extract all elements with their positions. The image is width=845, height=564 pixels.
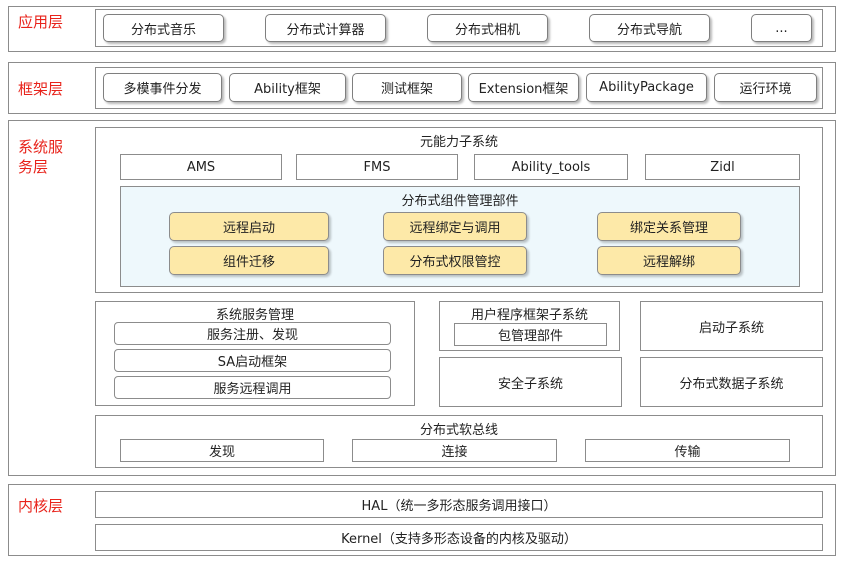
- user-program-bms: 包管理部件: [454, 323, 607, 346]
- samgr-item-sa-start: SA启动框架: [114, 349, 391, 372]
- softbus-title: 分布式软总线: [419, 423, 498, 438]
- ability-item-ams: AMS: [120, 154, 282, 180]
- hal-box: HAL（统一多形态服务调用接口）: [95, 491, 823, 518]
- framework-item-abilitypackage: AbilityPackage: [586, 73, 707, 102]
- app-item-music: 分布式音乐: [103, 14, 224, 42]
- kernel-box: Kernel（支持多形态设备的内核及驱动）: [95, 524, 823, 551]
- framework-item-extension: Extension框架: [468, 73, 579, 102]
- component-bind-relation: 绑定关系管理: [597, 212, 741, 241]
- framework-item-runtime: 运行环境: [714, 73, 817, 102]
- component-mgmt-title: 分布式组件管理部件: [401, 194, 519, 209]
- app-layer-label: 应用层: [18, 13, 64, 31]
- kernel-layer-label: 内核层: [18, 497, 64, 515]
- softbus-transmission: 传输: [585, 439, 790, 462]
- app-item-more: ...: [751, 14, 812, 42]
- component-remote-bind-call: 远程绑定与调用: [383, 212, 527, 241]
- ability-subsystem-title: 元能力子系统: [419, 135, 498, 150]
- framework-item-event: 多模事件分发: [103, 73, 222, 102]
- samgr-item-remote-call: 服务远程调用: [114, 376, 391, 399]
- samgr-title: 系统服务管理: [215, 308, 294, 323]
- component-permission-control: 分布式权限管控: [383, 246, 527, 275]
- framework-layer-label: 框架层: [18, 80, 64, 98]
- service-layer-label-line1: 系统服: [18, 138, 64, 156]
- service-layer-label: 系统服 务层: [18, 137, 63, 177]
- softbus-connection: 连接: [352, 439, 557, 462]
- framework-item-test: 测试框架: [352, 73, 462, 102]
- app-item-camera: 分布式相机: [427, 14, 548, 42]
- softbus-discovery: 发现: [120, 439, 324, 462]
- security-subsystem: 安全子系统: [439, 357, 622, 407]
- ability-item-fms: FMS: [296, 154, 458, 180]
- samgr-item-register: 服务注册、发现: [114, 322, 391, 345]
- user-program-title: 用户程序框架子系统: [470, 308, 588, 323]
- component-migration: 组件迁移: [169, 246, 329, 275]
- component-remote-unbind: 远程解绑: [597, 246, 741, 275]
- framework-item-ability: Ability框架: [229, 73, 346, 102]
- service-layer-label-line2: 务层: [18, 158, 49, 176]
- app-item-navigation: 分布式导航: [589, 14, 710, 42]
- distributed-data-subsystem: 分布式数据子系统: [640, 357, 823, 407]
- component-remote-start: 远程启动: [169, 212, 329, 241]
- ability-item-tools: Ability_tools: [474, 154, 628, 180]
- ability-item-zidl: Zidl: [645, 154, 800, 180]
- app-item-calculator: 分布式计算器: [265, 14, 386, 42]
- startup-subsystem: 启动子系统: [640, 301, 823, 351]
